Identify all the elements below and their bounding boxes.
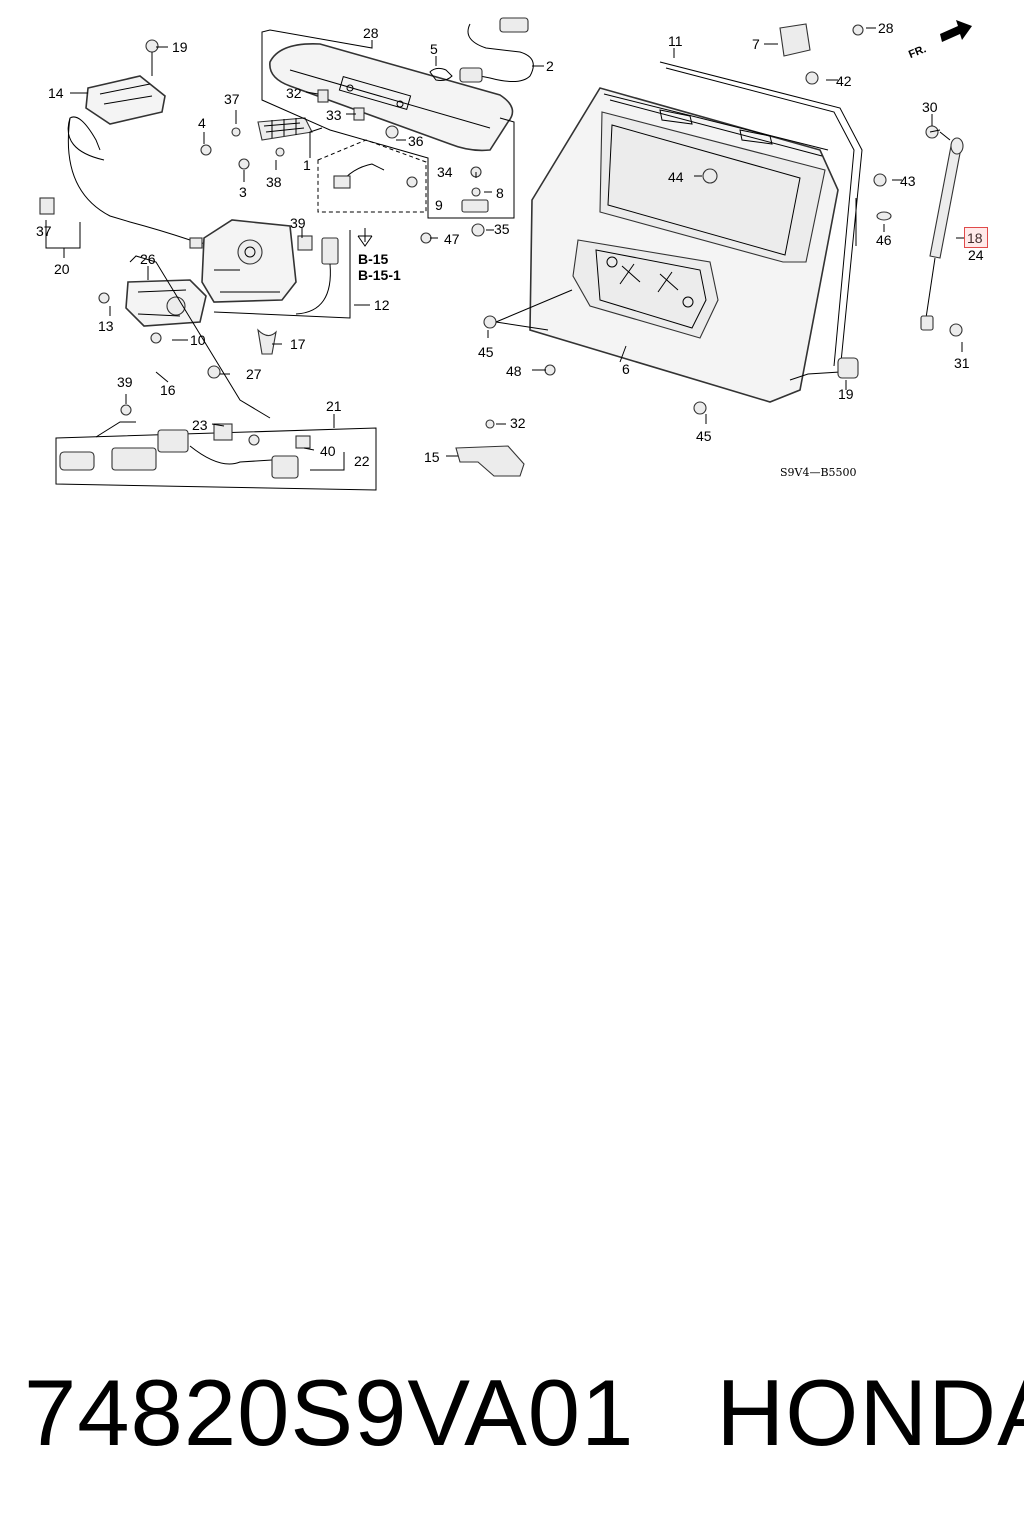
part-label: 37: [224, 91, 240, 107]
part-labels: 28 19 14 5 2 11 7 28 42 30 37 4 32 33 36…: [36, 20, 984, 479]
rear-spoiler: [269, 43, 514, 152]
part-label: 8: [496, 185, 504, 201]
part-label: 6: [622, 361, 630, 377]
part-label: 14: [48, 85, 64, 101]
part-label: 26: [140, 251, 156, 267]
wire-harness-2: [429, 17, 534, 83]
part-label: 5: [430, 41, 438, 57]
part-label: 2: [546, 58, 554, 74]
part-label: 24: [968, 247, 984, 263]
part-label: 20: [54, 261, 70, 277]
part-label: 12: [374, 297, 390, 313]
part-label: 11: [668, 33, 683, 49]
part-label: 3: [239, 184, 247, 200]
part-label: 35: [494, 221, 510, 237]
section-ref: B-15: [358, 251, 389, 267]
part-label: 28: [878, 20, 894, 36]
front-direction-label: FR.: [907, 43, 928, 61]
part-label: 37: [36, 223, 52, 239]
brand-name: HONDA: [716, 1360, 1024, 1465]
part-label: 21: [326, 398, 342, 414]
gas-strut: [920, 129, 964, 331]
part-label: 16: [160, 382, 176, 398]
fasteners: [98, 23, 963, 477]
part-label: 45: [696, 428, 712, 444]
part-label: 36: [408, 133, 424, 149]
part-label: 45: [478, 344, 494, 360]
tailgate-latch: [201, 219, 373, 315]
part-label: 7: [752, 36, 760, 52]
part-label: 32: [510, 415, 526, 431]
leader-lines: [45, 27, 964, 471]
section-ref: B-15-1: [358, 267, 401, 283]
part-label: 43: [900, 173, 916, 189]
part-label: 17: [290, 336, 306, 352]
part-label: 22: [354, 453, 370, 469]
highlighted-part-marker: [964, 227, 988, 248]
part-label: 10: [190, 332, 206, 348]
part-label: 38: [266, 174, 282, 190]
part-label: 18: [967, 230, 983, 246]
parts-exploded-diagram: 28 19 14 5 2 11 7 28 42 30 37 4 32 33 36…: [36, 17, 984, 491]
part-label: 28: [363, 25, 379, 41]
part-label: 39: [117, 374, 133, 390]
rod-assembly: [55, 255, 377, 491]
part-label: 42: [836, 73, 852, 89]
diagram-reference-code: S9V4—B5500: [780, 466, 857, 479]
part-label: 1: [303, 157, 311, 173]
part-label: 13: [98, 318, 114, 334]
part-label: 23: [192, 417, 208, 433]
opener-assembly: [39, 39, 207, 249]
part-label: 40: [320, 443, 336, 459]
part-label: 30: [922, 99, 938, 115]
part-label: 44: [668, 169, 684, 185]
washer-detail-box: [317, 139, 427, 213]
part-label: 47: [444, 231, 460, 247]
front-direction-indicator: [940, 20, 972, 42]
part-label: 32: [286, 85, 302, 101]
part-label: 33: [326, 107, 342, 123]
latch-actuator: [125, 279, 207, 327]
part-number: 74820S9VA01: [24, 1360, 635, 1465]
part-label: 19: [838, 386, 854, 402]
part-label: 48: [506, 363, 522, 379]
part-label: 19: [172, 39, 188, 55]
part-label: 4: [198, 115, 206, 131]
part-label: 27: [246, 366, 262, 382]
brake-light: [257, 117, 313, 141]
part-label: 46: [876, 232, 892, 248]
tailgate-assembly: [529, 61, 863, 403]
part-label: 9: [435, 197, 443, 213]
part-label: 34: [437, 164, 453, 180]
part-label: 31: [954, 355, 970, 371]
part-label: 39: [290, 215, 306, 231]
part-caption: 74820S9VA01 HONDA: [24, 1358, 1024, 1468]
part-label: 15: [424, 449, 440, 465]
